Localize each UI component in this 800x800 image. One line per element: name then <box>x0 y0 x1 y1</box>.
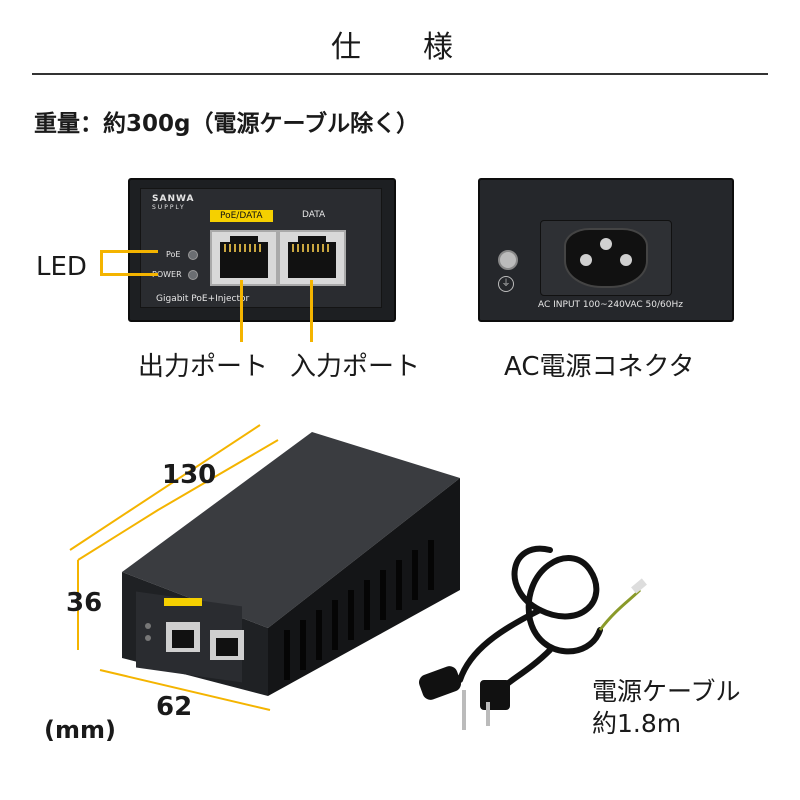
output-port <box>210 230 278 286</box>
led-poe-indicator <box>188 250 198 260</box>
dimension-length: 130 <box>162 460 217 490</box>
led-poe-label: PoE <box>166 250 181 259</box>
cable-length: 約1.8m <box>592 709 682 738</box>
dimension-width: 62 <box>156 692 193 722</box>
dimension-height: 36 <box>66 588 103 618</box>
led-power-indicator <box>188 270 198 280</box>
led-line-poe <box>100 250 158 253</box>
model-name: Gigabit PoE+Injector <box>156 294 250 304</box>
port1-label: PoE/DATA <box>210 210 273 222</box>
input-port-line <box>310 280 313 342</box>
weight-spec: 重量：約300g（電源ケーブル除く） <box>34 111 420 137</box>
led-bracket <box>100 250 103 276</box>
brand-logo-sub: SUPPLY <box>152 204 186 211</box>
port2-label: DATA <box>302 210 326 220</box>
input-port <box>278 230 346 286</box>
page-title: 仕 様 <box>331 30 469 65</box>
ac-input-rating: AC INPUT 100~240VAC 50/60Hz <box>538 300 683 310</box>
power-cable-illustration <box>419 545 647 730</box>
front-panel-image: SANWA SUPPLY PoE/DATA DATA PoE POWER Gig… <box>128 178 396 322</box>
product-illustration <box>69 424 460 711</box>
led-callout: LED <box>36 252 87 282</box>
output-port-callout: 出力ポート <box>138 352 269 382</box>
ground-symbol-icon: ⏚ <box>498 276 514 292</box>
led-power-label: POWER <box>152 270 182 279</box>
ground-screw-icon <box>498 250 518 270</box>
output-port-line <box>240 280 243 342</box>
dimension-unit: (mm) <box>44 716 116 744</box>
ac-inlet <box>564 228 648 288</box>
ac-connector-callout: AC電源コネクタ <box>504 352 695 382</box>
back-panel-image: ⏚ AC INPUT 100~240VAC 50/60Hz <box>478 178 734 322</box>
input-port-callout: 入力ポート <box>290 352 421 382</box>
brand-logo: SANWA <box>152 194 195 204</box>
cable-label: 電源ケーブル <box>592 677 741 706</box>
title-divider <box>32 73 768 75</box>
led-line-power <box>100 273 158 276</box>
